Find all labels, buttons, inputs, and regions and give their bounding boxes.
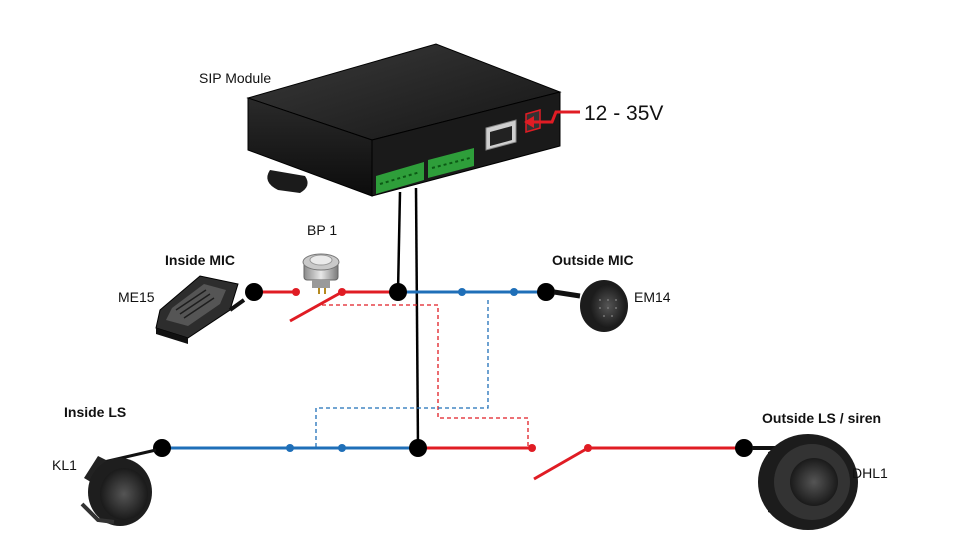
- terminal-block-right: [428, 148, 474, 178]
- inside-ls-model: KL1: [52, 457, 77, 473]
- inside-ls-title: Inside LS: [64, 404, 127, 420]
- mic-switch-blade: [289, 290, 343, 323]
- siren-icon: [752, 434, 858, 530]
- control-link-red: [322, 304, 529, 448]
- contact-blue: [510, 288, 518, 296]
- outside-ls-model: DHL1: [852, 465, 888, 481]
- outside-mic-title: Outside MIC: [552, 252, 634, 268]
- control-link-blue: [315, 300, 489, 448]
- terminal-block-left: [376, 162, 424, 194]
- ls-switch-blade: [533, 446, 589, 481]
- inside-speaker-icon: [80, 448, 157, 526]
- inside-mic-icon: [155, 275, 246, 344]
- junction-nodes: [153, 283, 753, 457]
- feed-wire-mic: [396, 191, 402, 293]
- contact-blue: [286, 444, 294, 452]
- node-inside-ls: [153, 439, 171, 457]
- contact-red: [292, 288, 300, 296]
- contact-red: [338, 288, 346, 296]
- sip-module-box: [246, 43, 562, 197]
- push-button-label: BP 1: [307, 222, 338, 238]
- power-arrow: [524, 116, 534, 128]
- contact-red: [584, 444, 592, 452]
- feed-wire-ls: [414, 187, 420, 449]
- node-outside-mic: [537, 283, 555, 301]
- outside-ls-title: Outside LS / siren: [762, 410, 882, 426]
- node-ls-feed: [409, 439, 427, 457]
- power-wire: [532, 110, 580, 124]
- power-voltage-label: 12 - 35V: [584, 102, 664, 125]
- sip-module-label: SIP Module: [199, 70, 272, 86]
- ethernet-port: [485, 119, 517, 151]
- node-inside-mic: [245, 283, 263, 301]
- inside-mic-model: ME15: [118, 289, 155, 305]
- contact-red: [528, 444, 536, 452]
- contact-blue: [338, 444, 346, 452]
- contact-blue: [458, 288, 466, 296]
- outside-mic-icon: [553, 280, 628, 332]
- node-outside-ls: [735, 439, 753, 457]
- inside-mic-title: Inside MIC: [165, 252, 236, 268]
- outside-mic-model: EM14: [634, 289, 671, 305]
- push-button-icon: [302, 253, 340, 294]
- node-mic-feed: [389, 283, 407, 301]
